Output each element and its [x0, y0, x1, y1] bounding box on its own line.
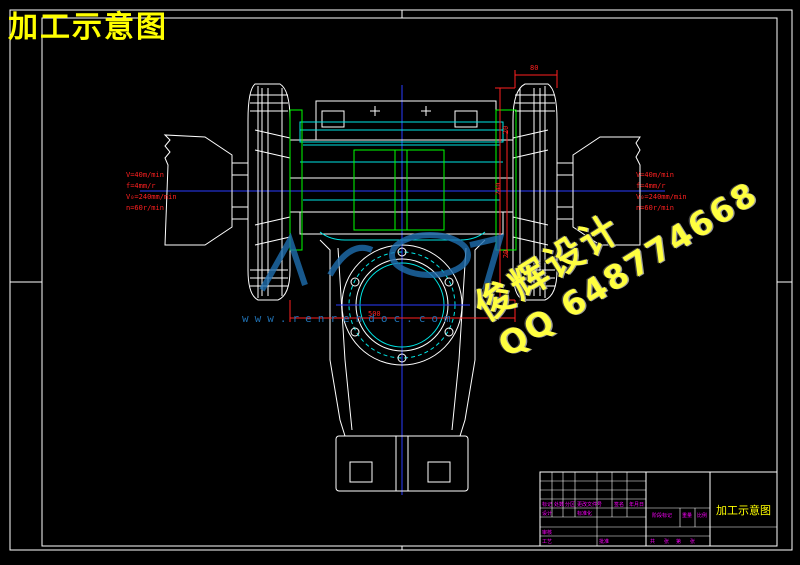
left-spec-line: V₀=240mm/min	[126, 193, 177, 201]
tb-label: 张	[690, 539, 696, 545]
drawing-border	[9, 9, 793, 551]
right-spec-line: n=60r/min	[636, 204, 674, 212]
right-spec-line: V₀=240mm/min	[636, 193, 687, 201]
watermark-url: www.renrendoc.com	[242, 312, 457, 325]
left-spec-line: V=40m/min	[126, 171, 164, 179]
dimension-side-a: 20	[502, 125, 511, 135]
fixture-upper-body	[289, 100, 514, 235]
tb-label: 更改文件号	[577, 502, 603, 508]
drawing-title: 加工示意图	[8, 10, 168, 45]
right-spec-line: V=40m/min	[636, 171, 674, 179]
tb-label: 处数	[554, 502, 565, 508]
right-spindle-head	[556, 136, 641, 246]
tb-label: 批准	[599, 539, 610, 545]
right-cutting-parameters: V=40m/min f=4mm/r V₀=240mm/min n=60r/min	[636, 170, 687, 214]
center-lines	[140, 85, 665, 495]
tb-label: 签名	[614, 502, 625, 508]
watermark-logo	[259, 232, 505, 292]
dimension-bottom: 500	[368, 310, 381, 318]
dimension-lines	[289, 70, 558, 322]
tb-label: 张	[664, 539, 670, 545]
tb-label: 年月日	[629, 502, 645, 508]
tb-label: 阶段标记	[652, 513, 673, 519]
tb-label: 标准化	[577, 511, 593, 517]
title-block-title: 加工示意图	[716, 504, 771, 517]
tb-label: 工艺	[542, 539, 553, 545]
tb-label: 标记	[542, 502, 553, 508]
bracket-part	[289, 109, 517, 251]
tb-label: 设计	[542, 511, 553, 517]
title-block	[539, 471, 778, 547]
left-spindle-head	[163, 134, 249, 246]
dimension-side-b: 240	[494, 182, 503, 196]
left-cutting-parameters: V=40m/min f=4mm/r V₀=240mm/min n=60r/min	[126, 170, 177, 214]
tb-label: 共	[650, 539, 656, 545]
tb-label: 比例	[697, 513, 708, 519]
tb-label: 分区	[565, 502, 576, 508]
workpiece-outline	[299, 121, 504, 241]
fixture-base	[319, 239, 486, 492]
right-milling-cutter	[512, 83, 558, 301]
center-marks	[370, 106, 431, 116]
right-spec-line: f=4mm/r	[636, 182, 666, 190]
flange-circles	[336, 244, 470, 366]
tb-label: 第	[676, 539, 682, 545]
dimension-top: 80	[530, 64, 539, 72]
left-spec-line: n=60r/min	[126, 204, 164, 212]
left-spec-line: f=4mm/r	[126, 182, 156, 190]
tb-label: 审核	[542, 530, 553, 536]
tb-label: 重量	[682, 513, 693, 519]
left-milling-cutter	[247, 83, 291, 301]
